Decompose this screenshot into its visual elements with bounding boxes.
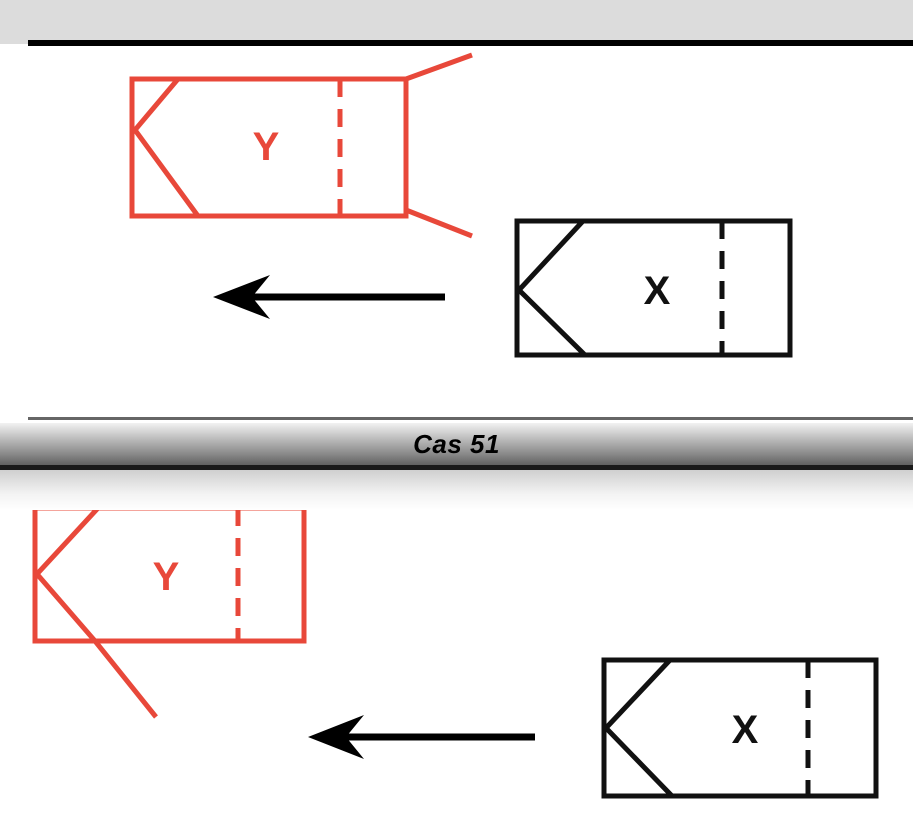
bottom-direction-arrow [308,715,535,759]
top-vehicle-x-body [514,218,793,358]
top-direction-arrow [213,275,445,319]
bottom-vehicle-y-front-chevron-trail [33,506,158,719]
top-divider [28,40,913,46]
top-vehicle-x-front-chevron [515,219,587,357]
case-title: Cas 51 [413,429,500,459]
top-vehicle-y-front-chevron [131,77,201,218]
bottom-vehicle-x [601,657,879,799]
bottom-vehicle-y-label: Y [153,555,180,599]
panel-divider [28,417,913,420]
top-scene: Y X [129,52,793,358]
top-header-band [0,0,913,44]
case-bar-shadow [0,470,913,510]
top-vehicle-y-trail-line-lower [405,207,473,239]
bottom-vehicle-y [32,505,307,719]
bottom-scene: Y X [32,505,879,799]
top-vehicle-y-body [129,76,409,219]
top-vehicle-x-label: X [644,269,671,313]
top-vehicle-y-label: Y [253,125,280,169]
top-vehicle-y-trail-line-upper [405,52,473,82]
bottom-vehicle-x-front-chevron [602,658,674,798]
top-vehicle-x [514,218,793,358]
case-title-bar-underline [0,465,913,470]
case-title-bar: Cas 51 [0,423,913,467]
bottom-vehicle-x-label: X [732,708,759,752]
top-vehicle-y [129,52,473,239]
